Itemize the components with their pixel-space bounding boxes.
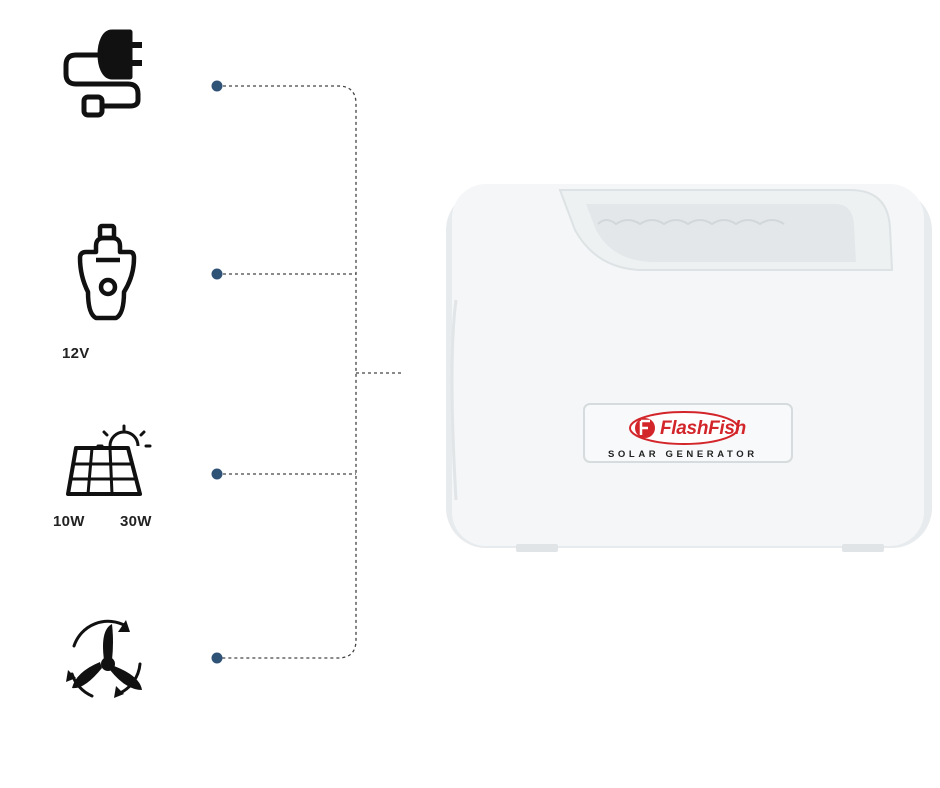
connector-dot-car [211, 268, 223, 280]
connector-dot-ac [211, 80, 223, 92]
connector-lines [217, 85, 402, 659]
car-voltage-label: 12V [62, 345, 90, 362]
brand-name: FlashFish [660, 418, 746, 439]
car-charger-icon [77, 223, 137, 321]
solar-panel-icon [66, 424, 152, 496]
wind-turbine-icon [66, 619, 142, 698]
product-subtitle: SOLAR GENERATOR [608, 449, 758, 460]
solar-generator-device [446, 184, 932, 552]
connector-dot-solar [211, 468, 223, 480]
connector-dots [211, 80, 223, 664]
brand-logo-oval [629, 411, 739, 445]
solar-watt-label-low: 10W [53, 513, 85, 530]
solar-watt-label-high: 30W [120, 513, 152, 530]
ac-plug-icon [63, 29, 142, 118]
connector-dot-wind [211, 652, 223, 664]
